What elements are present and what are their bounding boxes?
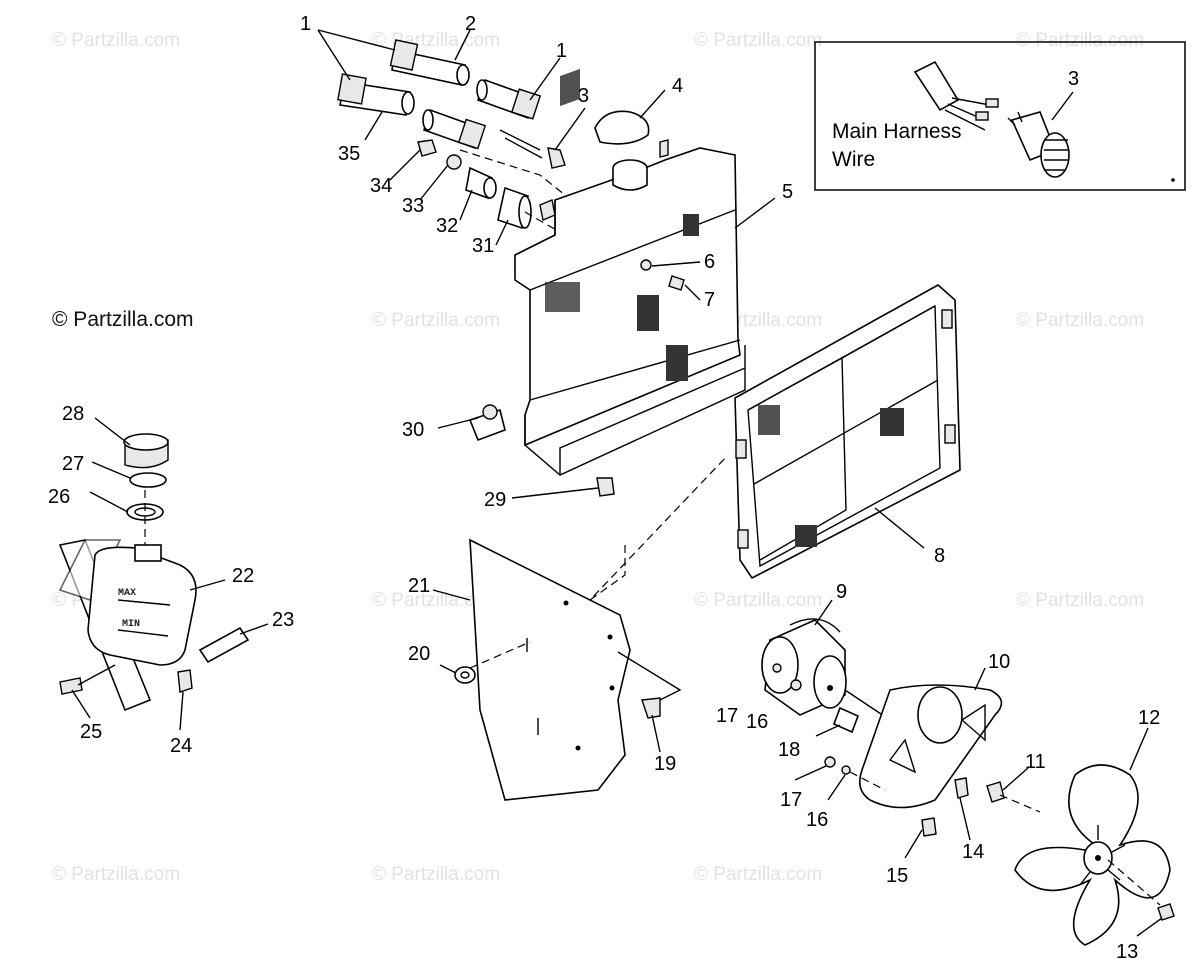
- watermark-text: © Partzilla.com: [372, 590, 500, 611]
- callout-28: 28: [62, 403, 84, 425]
- callout-10: 10: [988, 651, 1010, 673]
- callout-35: 35: [338, 143, 360, 165]
- callout-1: 1: [300, 13, 311, 35]
- callout-5: 5: [782, 181, 793, 203]
- watermark-text: © Partzilla.com: [372, 30, 500, 51]
- callout-20: 20: [408, 643, 430, 665]
- tank-min-mark: MIN: [122, 619, 140, 630]
- callout-25: 25: [80, 721, 102, 743]
- callout-numbers: 1 2 1 3 4 5 6 7 8 9 10 11 12 13 14 15 16…: [48, 13, 1160, 963]
- callout-11: 11: [1025, 751, 1046, 773]
- callout-17: 17: [780, 789, 802, 811]
- hoses-and-fittings: [337, 39, 650, 256]
- callout-29: 29: [484, 489, 506, 511]
- inset-label-main-harness: Main Harness: [832, 120, 962, 143]
- inset-box: Main Harness Wire 3: [814, 41, 1186, 191]
- watermark-text: © Partzilla.com: [694, 864, 822, 885]
- watermark-text: © Partzilla.com: [1016, 310, 1144, 331]
- radiator-screen: [734, 284, 961, 580]
- watermark-text: © Partzilla.com: [1016, 30, 1144, 51]
- watermark-text: © Partzilla.com: [52, 308, 194, 331]
- callout-26: 26: [48, 486, 70, 508]
- callout-34: 34: [370, 175, 392, 197]
- callout-23: 23: [272, 609, 294, 631]
- callout-4: 4: [672, 75, 683, 97]
- watermark-text: © Partzilla.com: [694, 590, 822, 611]
- callout-9: 9: [836, 581, 847, 603]
- callout-15: 15: [886, 865, 908, 887]
- fan-blade: [1014, 764, 1175, 946]
- callout-6: 6: [704, 251, 715, 273]
- callout-16: 16: [806, 809, 828, 831]
- callout-22: 22: [232, 565, 254, 587]
- callout-33: 33: [402, 195, 424, 217]
- inset-label-wire: Wire: [832, 148, 875, 171]
- fan-motor-assembly: [761, 618, 1041, 837]
- callout-7: 7: [704, 289, 715, 311]
- coolant-reservoir: MAX MIN: [58, 433, 250, 712]
- harness-wire-drawing: [913, 60, 999, 131]
- leader-lines: [71, 29, 1163, 937]
- temperature-sensor-drawing: [1007, 111, 1070, 178]
- callout-1: 1: [556, 40, 567, 62]
- callout-30: 30: [402, 419, 424, 441]
- watermark-text: © Partzilla.com: [1016, 590, 1144, 611]
- callout-3: 3: [578, 85, 589, 107]
- watermark-text: © Partzilla.com: [52, 30, 180, 51]
- callout-17: 17: [716, 705, 738, 727]
- callout-19: 19: [654, 753, 676, 775]
- callout-21: 21: [408, 575, 430, 597]
- callout-27: 27: [62, 453, 84, 475]
- callout-14: 14: [962, 841, 984, 863]
- callout-2: 2: [465, 13, 476, 35]
- tank-max-mark: MAX: [118, 588, 136, 599]
- callout-18: 18: [778, 739, 800, 761]
- watermark-text: © Partzilla.com: [372, 864, 500, 885]
- callout-13: 13: [1116, 941, 1138, 963]
- callout-24: 24: [170, 735, 192, 757]
- radiator-assembly: [468, 68, 746, 497]
- inset-callout-3: 3: [1068, 68, 1079, 90]
- fan-shroud: [454, 454, 729, 801]
- callout-12: 12: [1138, 707, 1160, 729]
- watermark-text: © Partzilla.com: [52, 864, 180, 885]
- watermark-text: © Partzilla.com: [694, 30, 822, 51]
- callout-31: 31: [472, 235, 494, 257]
- watermark-text: © Partzilla.com: [372, 310, 500, 331]
- callout-8: 8: [934, 545, 945, 567]
- callout-32: 32: [436, 215, 458, 237]
- callout-16: 16: [746, 711, 768, 733]
